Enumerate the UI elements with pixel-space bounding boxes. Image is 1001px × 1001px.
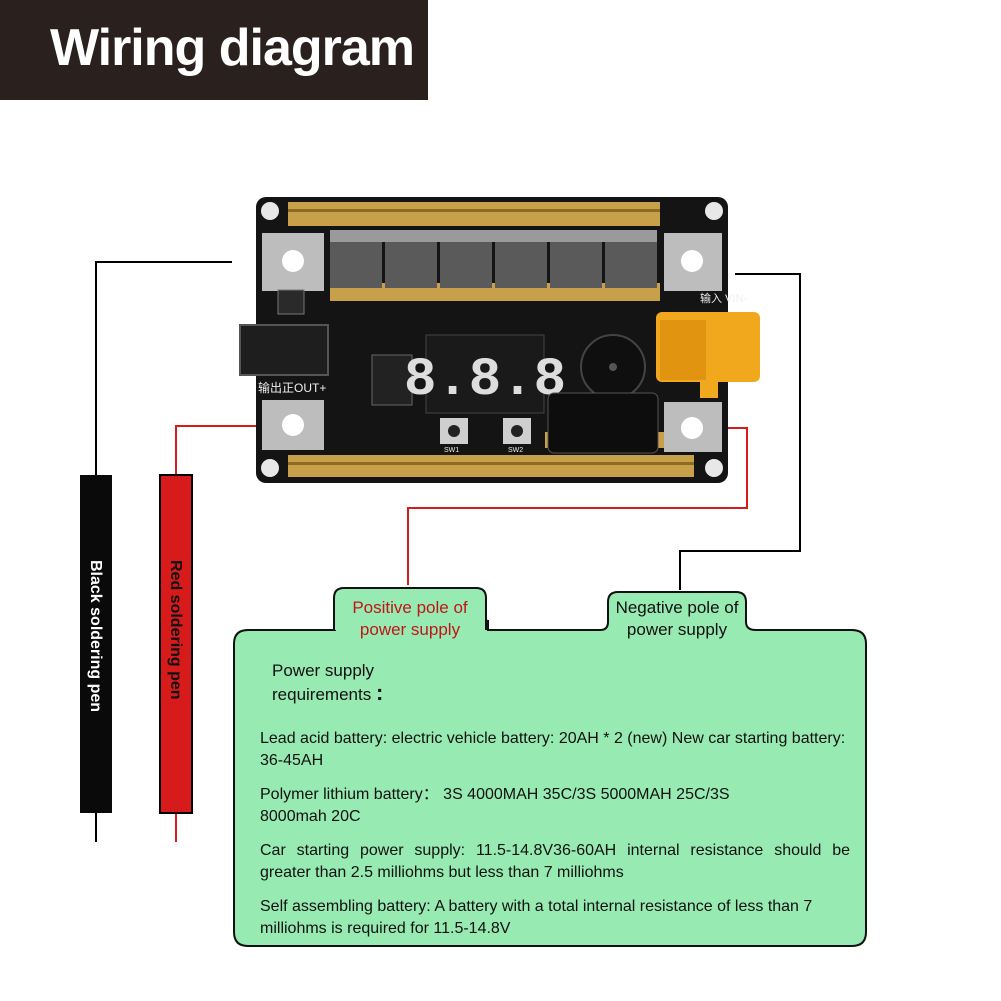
requirement-item: Car starting power supply: 11.5-14.8V36-… [260,842,850,881]
gold-bus-bar [288,455,694,477]
red-soldering-pen [160,475,192,813]
negative-wire [679,273,801,590]
gold-bus-bar [288,202,660,226]
sw2-label: SW2 [508,447,523,454]
dc-jack [239,324,329,376]
positive-pole-line1: Positive pole of [352,598,468,617]
red-pen-label: Red soldering pen [167,560,184,700]
silk-in-label: 输入 VIN- [700,291,747,305]
power-requirements: Power supply requirements : Lead acid ba… [260,660,850,952]
negative-pole-line2: power supply [626,620,728,639]
display-digits: 8.8.8 [404,350,566,411]
negative-pole-line1: Negative pole of [615,598,739,617]
info-panel [233,591,867,947]
page-title: Wiring diagram [50,19,415,77]
black-wire [95,261,232,480]
black-soldering-pen [80,475,112,813]
mosfet-row [330,230,657,288]
spot-welder-board: 8.8.8 输出正OUT+ 输入 VIN- SW1 SW2 [239,197,760,483]
positive-pole-label: Positive pole of power supply [336,597,484,641]
silk-out-label: 输出正OUT+ [258,380,326,395]
mount-hole [261,202,279,220]
red-pen-outline [159,474,193,814]
capacitor [547,392,659,454]
negative-pole-label: Negative pole of power supply [610,597,744,641]
requirements-title: Power supply requirements : [272,660,850,706]
positive-pole-line2: power supply [359,620,461,639]
seven-segment-display: 8.8.8 [404,334,566,414]
sw1-label: SW1 [444,447,459,454]
mount-hole [261,459,279,477]
requirement-item: Polymer lithium battery： 3S 4000MAH 35C/… [260,786,730,825]
title-banner: Wiring diagram [0,0,428,100]
xt60-connector [656,312,760,398]
mount-hole [705,459,723,477]
requirement-item: Self assembling battery: A battery with … [260,898,813,937]
mount-hole [705,202,723,220]
requirements-title-line1: Power supply [272,661,375,680]
positive-tab [333,587,487,630]
positive-wire [407,427,748,585]
requirement-item: Lead acid battery: electric vehicle batt… [260,730,846,769]
requirements-title-line2: requirements [272,685,372,704]
black-pen-label: Black soldering pen [87,560,104,713]
